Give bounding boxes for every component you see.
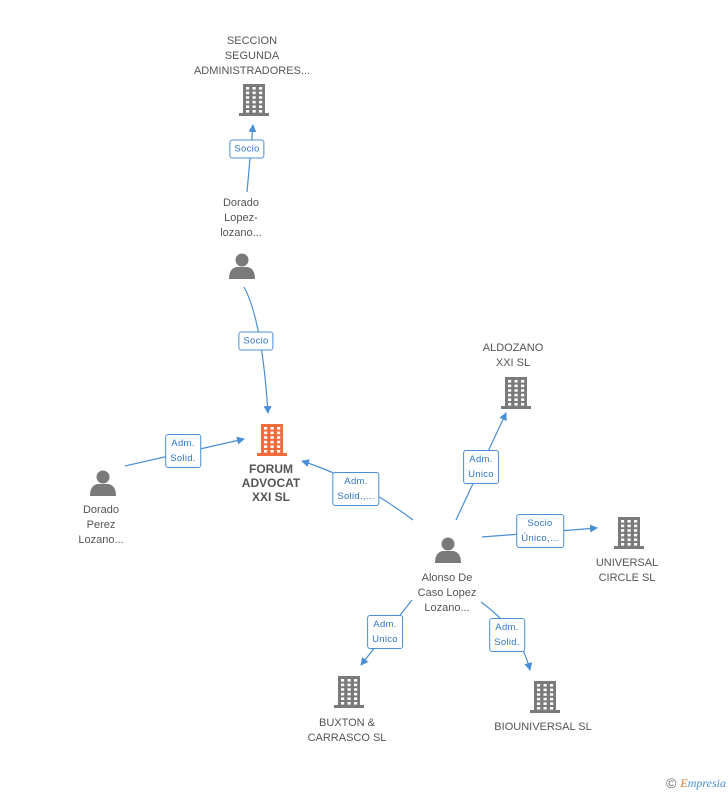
icons-layer <box>90 84 644 713</box>
universal-building-icon[interactable] <box>614 517 644 549</box>
edge-label-alonso-to-aldozano[interactable]: Adm. Unico <box>463 450 499 484</box>
edge-label-alonso-to-forum[interactable]: Adm. Solid.,... <box>332 472 380 506</box>
edge-label-alonso-to-buxton[interactable]: Adm. Unico <box>367 615 403 649</box>
dorado_lopez-person-icon[interactable] <box>229 253 255 280</box>
node-label-biouniversal[interactable]: BIOUNIVERSAL SL <box>494 721 592 733</box>
node-label-dorado_perez[interactable]: Dorado Perez Lozano... <box>78 504 124 546</box>
edge-label-alonso-to-biouniversal[interactable]: Adm. Solid. <box>489 618 525 652</box>
node-label-forum[interactable]: FORUM ADVOCAT XXI SL <box>241 462 301 504</box>
edge-label-dorado_lopez-to-forum[interactable]: Socio <box>238 331 274 351</box>
footer-brand: © Empresia <box>666 775 726 791</box>
alonso-person-icon[interactable] <box>435 537 461 564</box>
aldozano-building-icon[interactable] <box>501 377 531 409</box>
buxton-building-icon[interactable] <box>334 676 364 708</box>
node-label-alonso[interactable]: Alonso De Caso Lopez Lozano... <box>417 572 477 614</box>
brand-logo: Empresia <box>680 775 726 790</box>
edge-label-alonso-to-universal[interactable]: Socio Único,... <box>516 514 564 548</box>
node-label-dorado_lopez[interactable]: Dorado Lopez- lozano... <box>220 197 262 239</box>
copyright-icon: © <box>666 775 677 791</box>
edge-dorado_lopez-to-seccion <box>246 124 257 193</box>
node-label-universal[interactable]: UNIVERSAL CIRCLE SL <box>595 557 659 584</box>
node-label-seccion[interactable]: SECCION SEGUNDA ADMINISTRADORES... <box>193 35 311 77</box>
forum-building-icon[interactable] <box>257 424 287 456</box>
edge-label-dorado_lopez-to-seccion[interactable]: Socio <box>229 139 265 159</box>
seccion-building-icon[interactable] <box>239 84 269 116</box>
dorado_perez-person-icon[interactable] <box>90 470 116 497</box>
biouniversal-building-icon[interactable] <box>530 681 560 713</box>
node-label-buxton[interactable]: BUXTON & CARRASCO SL <box>307 717 387 744</box>
edge-label-dorado_perez-to-forum[interactable]: Adm. Solid. <box>165 434 201 468</box>
node-label-aldozano[interactable]: ALDOZANO XXI SL <box>482 342 544 369</box>
